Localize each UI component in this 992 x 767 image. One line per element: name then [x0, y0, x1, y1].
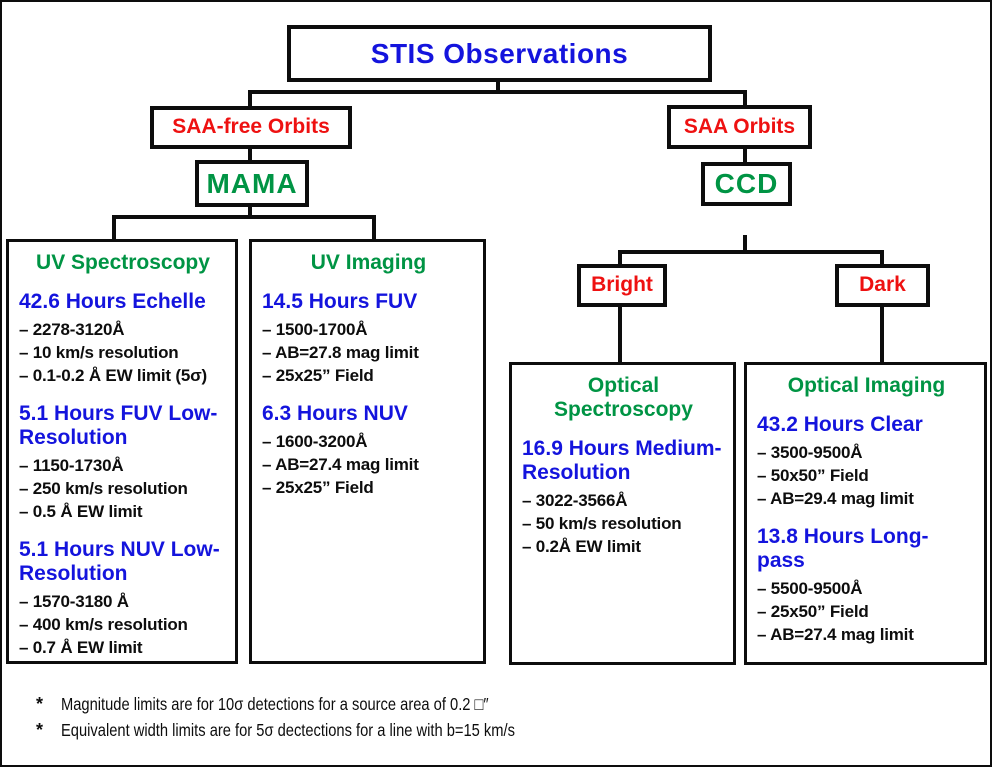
node-saa-orbits: SAA Orbits: [667, 105, 812, 149]
bullet-item: – AB=27.8 mag limit: [262, 343, 419, 362]
connector-line: [248, 147, 252, 162]
bullet-item: – 3500-9500Å: [757, 443, 863, 462]
bullet-item: – 1570-3180 Å: [19, 592, 129, 611]
optical-spectroscopy-box: Optical Spectroscopy 16.9 Hours Medium-Re…: [509, 362, 736, 665]
observation-section: 42.6 Hours Echelle – 2278-3120Å – 10 km/s …: [19, 290, 227, 387]
optical-imaging-heading: Optical Imaging: [787, 374, 946, 397]
bullet-item: – 10 km/s resolution: [19, 343, 179, 362]
observation-section: 5.1 Hours FUV Low-Resolution – 1150-1730Å…: [19, 402, 227, 523]
node-dark: Dark: [835, 264, 930, 307]
node-mama: MAMA: [195, 160, 309, 207]
bullet-item: – 1150-1730Å: [19, 456, 124, 475]
footnote-text: Equivalent width limits are for 5σ decte…: [61, 720, 515, 740]
footnote-asterisk: *: [36, 694, 44, 714]
footnote-line: * Magnitude limits are for 10σ detections…: [36, 694, 601, 720]
connector-line: [248, 90, 252, 108]
node-bright: Bright: [577, 264, 667, 307]
bullet-item: – 250 km/s resolution: [19, 479, 188, 498]
section-title: 16.9 Hours Medium-Resolution: [522, 437, 722, 484]
uv-imaging-box: UV Imaging 14.5 Hours FUV – 1500-1700Å – AB…: [249, 239, 486, 664]
root-node-label: STIS Observations: [370, 37, 629, 69]
bullet-item: – AB=27.4 mag limit: [262, 455, 419, 474]
connector-line: [112, 215, 116, 241]
node-label: SAA Orbits: [683, 114, 796, 138]
section-title: 14.5 Hours FUV: [262, 290, 418, 313]
section-title: 13.8 Hours Long-pass: [757, 525, 929, 572]
connector-line: [618, 306, 622, 364]
bullet-item: – 1500-1700Å: [262, 320, 368, 339]
connector-line: [248, 205, 252, 217]
bullet-item: – 0.2Å EW limit: [522, 537, 641, 556]
footnotes: * Magnitude limits are for 10σ detections…: [36, 694, 601, 746]
observation-section: 16.9 Hours Medium-Resolution – 3022-3566Å…: [522, 437, 725, 558]
connector-line: [743, 90, 747, 107]
footnote-line: * Equivalent width limits are for 5σ dect…: [36, 720, 601, 746]
optical-spectroscopy-heading: Optical Spectroscopy: [554, 374, 693, 421]
observation-section: 13.8 Hours Long-pass – 5500-9500Å – 25x50”…: [757, 525, 976, 646]
root-node-stis-observations: STIS Observations: [287, 25, 712, 82]
connector-line: [880, 250, 884, 266]
section-title: 6.3 Hours NUV: [262, 402, 408, 425]
node-label: SAA-free Orbits: [172, 115, 330, 139]
footnote-text: Magnitude limits are for 10σ detections …: [61, 694, 489, 714]
node-label: MAMA: [206, 167, 298, 199]
connector-line: [248, 90, 747, 94]
bullet-item: – AB=27.4 mag limit: [757, 625, 914, 644]
bullet-item: – 25x25” Field: [262, 366, 374, 385]
bullet-item: – 3022-3566Å: [522, 491, 628, 510]
node-label: Dark: [859, 273, 906, 297]
uv-spectroscopy-box: UV Spectroscopy 42.6 Hours Echelle – 2278-…: [6, 239, 238, 664]
bullet-item: – 2278-3120Å: [19, 320, 125, 339]
bullet-item: – 25x25” Field: [262, 478, 374, 497]
connector-line: [372, 215, 376, 241]
optical-imaging-box: Optical Imaging 43.2 Hours Clear – 3500-95…: [744, 362, 987, 665]
bullet-item: – 400 km/s resolution: [19, 615, 188, 634]
uv-spectroscopy-heading: UV Spectroscopy: [36, 251, 210, 274]
observation-section: 43.2 Hours Clear – 3500-9500Å – 50x50” Fie…: [757, 413, 976, 510]
bullet-item: – 0.1-0.2 Å EW limit (5σ): [19, 366, 208, 385]
connector-line: [618, 250, 622, 266]
section-title: 5.1 Hours NUV Low-Resolution: [19, 538, 220, 585]
node-saa-free-orbits: SAA-free Orbits: [150, 106, 352, 149]
section-title: 43.2 Hours Clear: [757, 413, 923, 436]
observation-section: 6.3 Hours NUV – 1600-3200Å – AB=27.4 mag l…: [262, 402, 475, 499]
bullet-item: – AB=29.4 mag limit: [757, 489, 914, 508]
bullet-item: – 5500-9500Å: [757, 579, 863, 598]
bullet-item: – 1600-3200Å: [262, 432, 368, 451]
bullet-item: – 0.7 Å EW limit: [19, 638, 143, 657]
connector-line: [618, 250, 884, 254]
connector-line: [880, 306, 884, 364]
connector-line: [496, 80, 500, 94]
section-title: 5.1 Hours FUV Low-Resolution: [19, 402, 218, 449]
bullet-item: – 50x50” Field: [757, 466, 869, 485]
bullet-item: – 25x50” Field: [757, 602, 869, 621]
footnote-asterisk: *: [36, 720, 44, 740]
node-label: CCD: [714, 168, 779, 200]
observation-section: 5.1 Hours NUV Low-Resolution – 1570-3180 …: [19, 538, 227, 659]
bullet-item: – 50 km/s resolution: [522, 514, 682, 533]
observation-section: 14.5 Hours FUV – 1500-1700Å – AB=27.8 mag …: [262, 290, 475, 387]
connector-line: [112, 215, 376, 219]
connector-line: [743, 235, 747, 252]
node-label: Bright: [591, 273, 653, 297]
uv-imaging-heading: UV Imaging: [310, 251, 427, 274]
node-ccd: CCD: [701, 162, 792, 206]
connector-line: [743, 147, 747, 164]
bullet-item: – 0.5 Å EW limit: [19, 502, 143, 521]
section-title: 42.6 Hours Echelle: [19, 290, 206, 313]
